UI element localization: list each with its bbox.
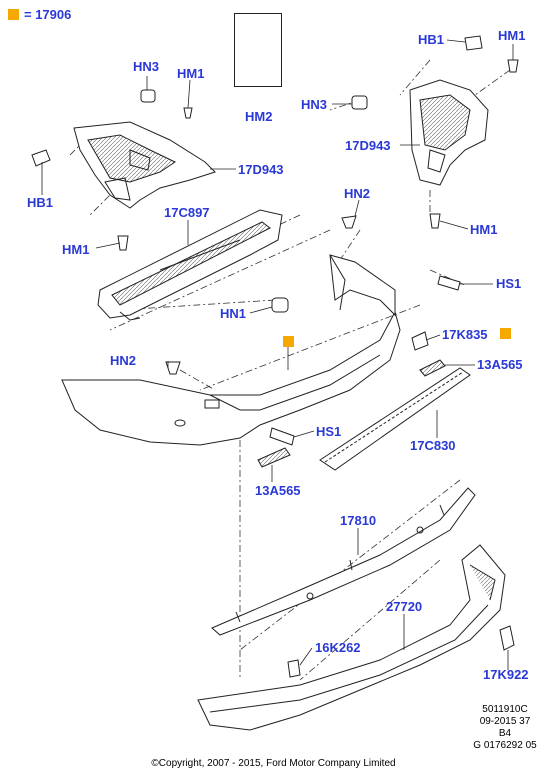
label-hm1-left-bottom[interactable]: HM1 (62, 242, 90, 257)
marker-bumper (283, 336, 294, 347)
left-bracket-17d943 (73, 121, 216, 209)
label-hs1-right[interactable]: HS1 (496, 276, 522, 291)
reference-line-3: B4 (498, 728, 512, 739)
label-17d943-right[interactable]: 17D943 (345, 138, 391, 153)
label-hn1[interactable]: HN1 (220, 306, 247, 321)
reflectors-13a565 (257, 359, 446, 468)
label-13a565-bottom[interactable]: 13A565 (255, 483, 301, 498)
label-13a565-right[interactable]: 13A565 (477, 357, 523, 372)
clip-17k922 (499, 625, 515, 651)
bumper-cover (61, 254, 401, 446)
label-hn2-top[interactable]: HN2 (344, 186, 371, 201)
label-17k835[interactable]: 17K835 (442, 327, 488, 342)
reference-line-2: 09-2015 37 (479, 716, 531, 727)
lower-strip-17810 (211, 487, 476, 636)
marker-17k835 (500, 328, 511, 339)
label-hn3-left[interactable]: HN3 (133, 59, 160, 74)
label-hb1-right[interactable]: HB1 (418, 32, 445, 47)
label-17c830[interactable]: 17C830 (410, 438, 456, 453)
label-17810[interactable]: 17810 (340, 513, 377, 528)
bracket-17k835 (411, 331, 429, 351)
label-16k262[interactable]: 16K262 (315, 640, 361, 655)
guide-lines (69, 59, 511, 681)
label-hn2-left[interactable]: HN2 (110, 353, 137, 368)
reference-line-1: 5011910C (482, 704, 528, 715)
label-17k922[interactable]: 17K922 (483, 667, 529, 682)
label-hm1-right-bottom[interactable]: HM1 (470, 222, 498, 237)
reference-block: 5011910C 09-2015 37 B4 G 0176292 05 (467, 704, 543, 752)
trim-strip-17c830 (319, 367, 471, 471)
right-bracket-17d943 (409, 79, 489, 186)
label-hm2[interactable]: HM2 (245, 109, 273, 124)
label-hb1-left[interactable]: HB1 (27, 195, 54, 210)
label-17d943-left[interactable]: 17D943 (238, 162, 284, 177)
label-hm1-left-top[interactable]: HM1 (177, 66, 205, 81)
leader-lines (41, 39, 514, 670)
lower-valance-27720 (197, 544, 506, 731)
label-hs1-center[interactable]: HS1 (316, 424, 342, 439)
legend-marker (8, 9, 19, 20)
label-17c897[interactable]: 17C897 (164, 205, 210, 220)
hm2-callout-box (234, 13, 282, 87)
fasteners (31, 35, 519, 678)
label-hn3-right[interactable]: HN3 (301, 97, 328, 112)
copyright-text: ©Copyright, 2007 - 2015, Ford Motor Comp… (151, 758, 396, 769)
legend-text: = 17906 (24, 7, 72, 22)
label-27720[interactable]: 27720 (386, 599, 423, 614)
label-hm1-right-top[interactable]: HM1 (498, 28, 526, 43)
reinforcement-beam-17c897 (97, 209, 283, 321)
reference-line-4: G 0176292 05 (473, 740, 537, 751)
